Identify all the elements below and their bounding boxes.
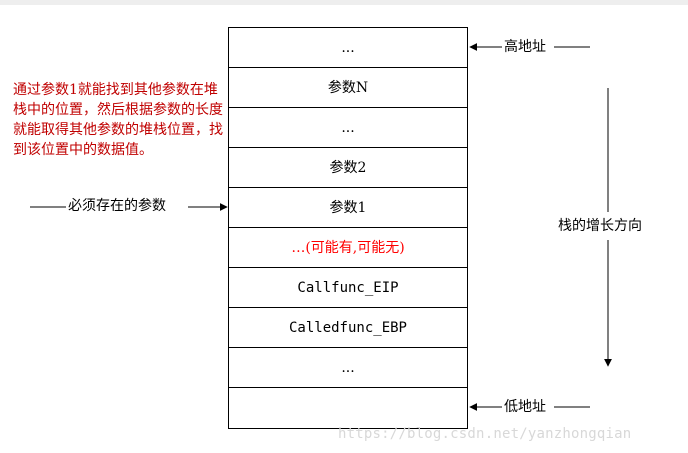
stack-cell-callfunc-eip: Callfunc_EIP: [229, 268, 467, 308]
high-address-label: 高地址: [504, 39, 546, 55]
stack-cell-calledfunc-ebp: Calledfunc_EBP: [229, 308, 467, 348]
watermark: https://blog.csdn.net/yanzhongqian: [338, 426, 632, 442]
top-bar: [0, 0, 688, 5]
stack-cell-optional: …(可能有,可能无): [229, 228, 467, 268]
explanation-note: 通过参数1就能找到其他参数在堆栈中的位置，然后根据参数的长度就能取得其他参数的堆…: [13, 82, 223, 158]
stack-cell-bottom-ellipsis: ...: [229, 348, 467, 388]
required-params-label: 必须存在的参数: [68, 198, 166, 214]
stack-cell-param-n: 参数N: [229, 68, 467, 108]
stack-frame: ... 参数N ... 参数2 参数1 …(可能有,可能无) Callfunc_…: [228, 27, 468, 429]
stack-cell-top-ellipsis: ...: [229, 28, 467, 68]
low-address-label: 低地址: [504, 399, 546, 415]
stack-cell-param-2: 参数2: [229, 148, 467, 188]
stack-cell-mid-ellipsis: ...: [229, 108, 467, 148]
growth-direction-label: 栈的增长方向: [558, 218, 642, 234]
stack-cell-param-1: 参数1: [229, 188, 467, 228]
